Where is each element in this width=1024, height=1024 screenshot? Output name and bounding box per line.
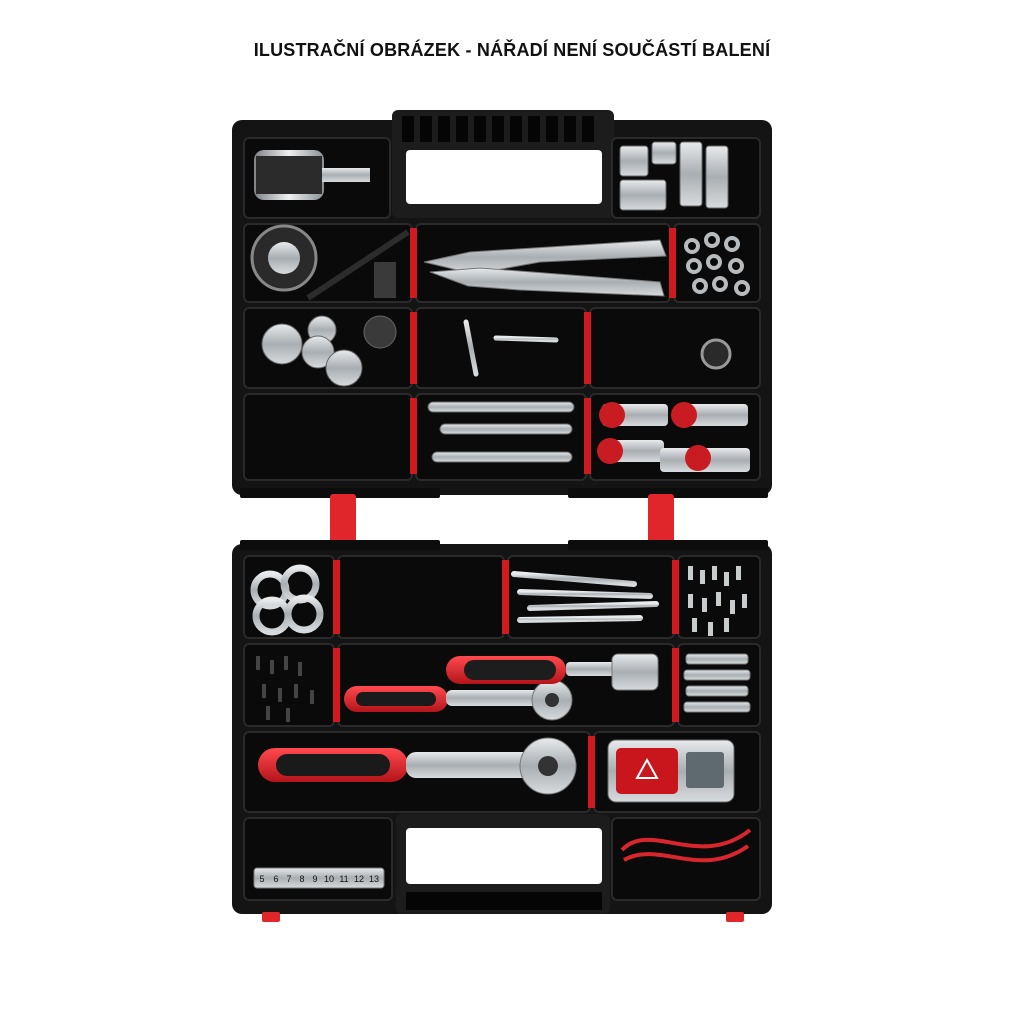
red-sockets — [597, 402, 750, 472]
socket-set — [619, 141, 729, 211]
bottom-feet — [262, 912, 744, 922]
carriage-bolts — [511, 571, 659, 623]
bottom-handle-opening — [406, 828, 602, 884]
ratchet-small — [344, 679, 573, 721]
top-handle-ribs — [402, 116, 594, 142]
bottom-handle-ribs — [406, 892, 602, 910]
bit-holder — [253, 831, 385, 889]
bit-numbers: 5 6 7 8 9 10 11 12 13 — [259, 874, 379, 884]
bottom-red-dividers — [333, 560, 679, 808]
bit-number: 8 — [299, 874, 304, 884]
spanners — [427, 401, 575, 463]
drill-chuck — [254, 150, 370, 200]
ratchet-extension — [446, 653, 659, 691]
small-screws — [688, 566, 747, 636]
threading-dies — [261, 315, 397, 387]
bit-number: 12 — [354, 874, 364, 884]
top-lid — [232, 110, 772, 498]
bit-number: 9 — [312, 874, 317, 884]
distance-tester — [607, 739, 735, 803]
bottom-box: 5 6 7 8 9 10 11 12 13 — [232, 540, 772, 922]
latches — [330, 494, 674, 544]
bit-number: 10 — [324, 874, 334, 884]
hex-nuts — [684, 232, 750, 296]
caption: ILUSTRAČNÍ OBRÁZEK - NÁŘADÍ NENÍ SOUČÁST… — [253, 40, 771, 60]
top-handle-opening — [406, 150, 602, 204]
long-bits — [346, 574, 490, 628]
warning-triangle-icon — [635, 757, 659, 779]
top-hinge-teeth — [240, 488, 768, 498]
chuck-key — [250, 224, 410, 301]
dark-screws — [256, 656, 314, 722]
hex-bolts — [683, 653, 751, 713]
test-leads — [620, 828, 752, 863]
bottom-hinge-teeth — [240, 540, 768, 550]
taps — [463, 319, 559, 377]
chisels — [253, 409, 407, 457]
bit-number: 11 — [339, 874, 348, 884]
locking-pliers — [423, 239, 667, 297]
tap-wrench — [597, 327, 751, 381]
bit-number: 6 — [273, 874, 278, 884]
bit-number: 13 — [369, 874, 379, 884]
ratchet-large — [258, 737, 577, 795]
washers — [250, 564, 324, 636]
bit-number: 7 — [286, 874, 291, 884]
top-red-dividers — [410, 228, 676, 474]
bit-number: 5 — [259, 874, 264, 884]
